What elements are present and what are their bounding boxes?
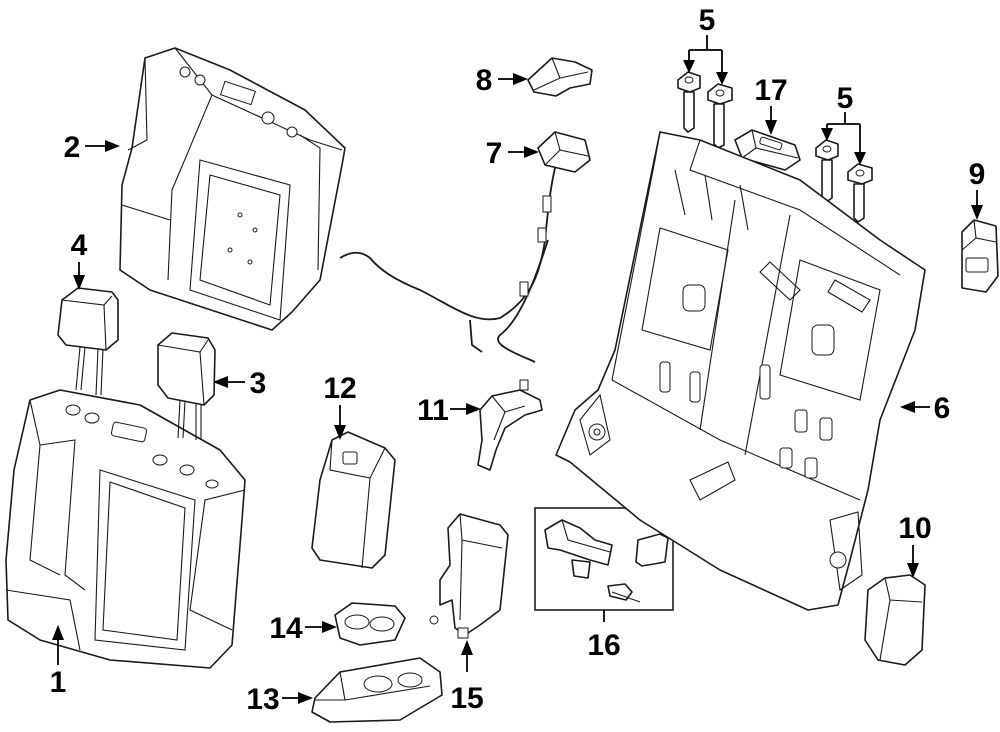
callout-5-right: 5 bbox=[837, 82, 854, 115]
callout-15: 15 bbox=[450, 682, 483, 715]
seat-back-cover bbox=[119, 47, 346, 331]
callout-labels: 1 2 3 4 5 5 6 7 8 9 10 11 12 13 14 15 16… bbox=[50, 4, 986, 716]
callout-6: 6 bbox=[934, 392, 951, 425]
headrest-left bbox=[57, 287, 119, 396]
seat-back-frame bbox=[555, 131, 926, 611]
callout-2: 2 bbox=[64, 131, 81, 164]
cup-holder-insert bbox=[334, 602, 406, 646]
seat-cushion bbox=[5, 389, 246, 669]
armrest-hinge bbox=[429, 513, 509, 639]
belt-guide bbox=[477, 379, 543, 471]
callout-4: 4 bbox=[71, 229, 88, 262]
repair-kit bbox=[534, 507, 674, 611]
cup-holder-tray bbox=[311, 657, 443, 723]
callout-14: 14 bbox=[269, 612, 303, 645]
bracket bbox=[527, 57, 593, 97]
callout-8: 8 bbox=[476, 64, 493, 97]
hinge-cover bbox=[864, 574, 926, 666]
callout-12: 12 bbox=[323, 372, 356, 405]
callout-1: 1 bbox=[50, 666, 67, 699]
sensor-harness bbox=[339, 131, 591, 363]
leader-lines bbox=[52, 35, 983, 704]
callout-5-left: 5 bbox=[699, 4, 716, 37]
guide-bolts-right bbox=[815, 139, 873, 223]
callout-9: 9 bbox=[969, 158, 986, 191]
headrest-right bbox=[157, 332, 216, 440]
callout-13: 13 bbox=[246, 683, 279, 716]
callout-11: 11 bbox=[417, 394, 449, 427]
latch-cover bbox=[961, 219, 999, 293]
callout-7: 7 bbox=[486, 137, 503, 170]
callout-3: 3 bbox=[250, 367, 267, 400]
callout-17: 17 bbox=[754, 74, 787, 107]
callout-16: 16 bbox=[587, 629, 620, 662]
callout-10: 10 bbox=[898, 512, 931, 545]
guide-bolts-left bbox=[677, 71, 733, 149]
armrest bbox=[311, 431, 396, 569]
